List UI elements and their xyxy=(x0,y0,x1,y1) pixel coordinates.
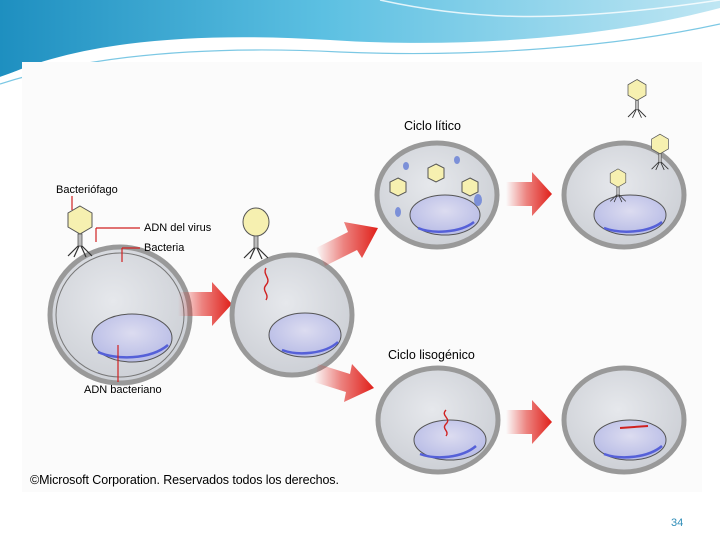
arrow-infection xyxy=(178,282,232,326)
label-bacterial-dna: ADN bacteriano xyxy=(84,384,162,396)
bacterium-cell-injection xyxy=(229,252,355,378)
header-wave-decoration xyxy=(0,0,720,85)
arrow-to-lysogenic xyxy=(314,364,374,402)
arrow-to-lytic xyxy=(316,222,378,266)
label-bacterium: Bacteria xyxy=(144,242,185,254)
label-viral-dna: ADN del virus xyxy=(144,222,212,234)
copyright-notice: ©Microsoft Corporation. Reservados todos… xyxy=(30,473,339,487)
empty-phage-on-cell xyxy=(242,207,270,260)
bacterium-cell-initial xyxy=(47,244,193,386)
label-bacteriophage: Bacteriófago xyxy=(56,184,118,196)
title-lytic-cycle: Ciclo lítico xyxy=(404,119,461,133)
lytic-cell-lysis xyxy=(561,140,687,250)
page-number: 34 xyxy=(671,517,684,529)
lytic-lysogenic-diagram: Bacteriófago ADN del virus Bacteria ADN … xyxy=(47,79,687,475)
arrow-lysogenic xyxy=(506,400,552,444)
diagram-panel: Bacteriófago ADN del virus Bacteria ADN … xyxy=(22,62,702,492)
title-lysogenic-cycle: Ciclo lisogénico xyxy=(388,348,475,362)
lytic-cell-replication xyxy=(374,140,500,250)
lysogenic-cell-prophage xyxy=(561,365,687,475)
arrow-lytic-release xyxy=(506,172,552,216)
lysogenic-cell-integration xyxy=(375,365,501,475)
label-leaders xyxy=(71,196,140,382)
bacteriophage-on-cell xyxy=(67,205,93,258)
